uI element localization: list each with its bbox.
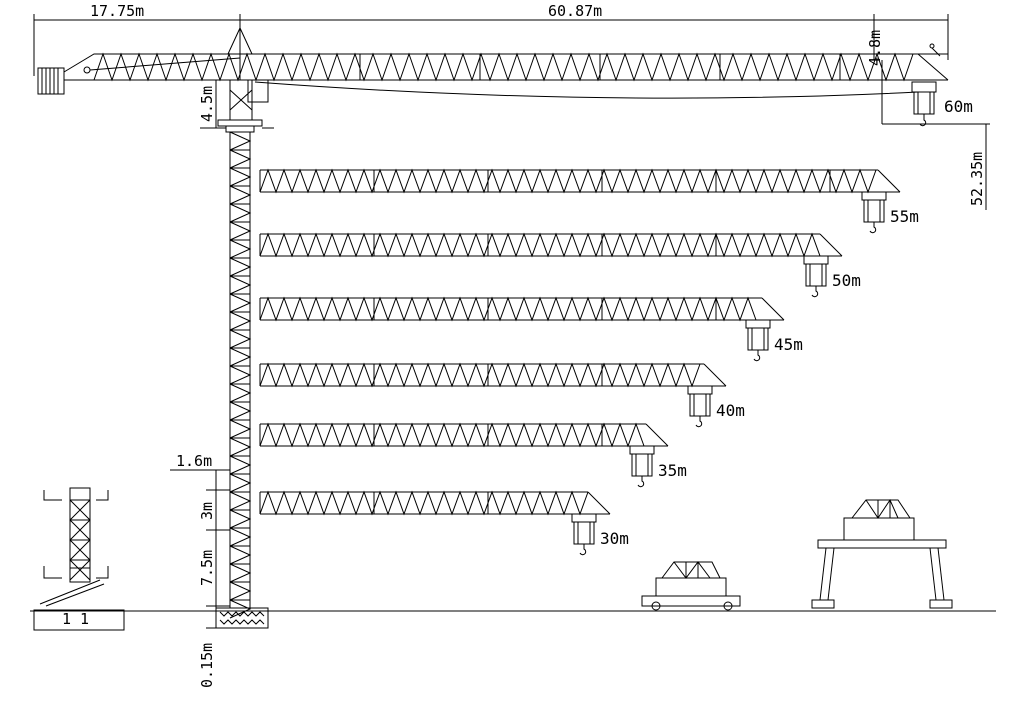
jib-radius-label: 55m [890, 207, 919, 226]
jib-variant [259, 296, 785, 362]
mast-dimensions [170, 469, 230, 629]
section-7-5m-label: 7.5m [198, 550, 216, 586]
hook-height-dimension [881, 60, 990, 210]
jib-length-label: 60.87m [548, 2, 602, 20]
main-jib-lacing [93, 52, 914, 82]
trolley-hook [803, 255, 829, 298]
trolley-hook [745, 319, 771, 362]
jib-variants [259, 168, 901, 556]
dimension-labels: 17.75m 60.87m 4.8m 4.5m 1.6m 3m 7.5m 0.1… [62, 2, 986, 688]
section-3m-label: 3m [198, 502, 216, 520]
counterweight [37, 67, 65, 95]
transport-vehicle [641, 561, 741, 611]
apex-height-label: 4.8m [866, 30, 884, 66]
jib-radius-label: 30m [600, 529, 629, 548]
hook-height-label: 52.35m [968, 152, 986, 206]
tower-head [217, 26, 274, 133]
jib-variant [259, 232, 843, 298]
jib-variant-labels: 55m 50m 45m 40m 35m 30m [600, 207, 919, 548]
base-depth-label: 0.15m [198, 643, 216, 688]
jib-radius-label: 50m [832, 271, 861, 290]
jib-radius-label: 45m [774, 335, 803, 354]
trolley-hook [861, 191, 887, 234]
jib-radius-label: 35m [658, 461, 687, 480]
jib-label-60: 60m [944, 97, 973, 116]
jib-variant [259, 490, 611, 556]
trolley-hook [687, 385, 713, 428]
counter-jib-length-label: 17.75m [90, 2, 144, 20]
jib-variant [259, 362, 727, 428]
jib-variant [259, 422, 669, 488]
tower-width-label: 1.6m [176, 452, 212, 470]
cab-height-label: 4.5m [198, 86, 216, 122]
foundation-section-label: 1 1 [62, 610, 89, 628]
top-dimension-line [33, 14, 949, 76]
jib-variant [259, 168, 901, 234]
section-detail [33, 487, 125, 631]
jib-radius-label: 40m [716, 401, 745, 420]
operator-cab [247, 79, 269, 103]
trolley-hook [571, 513, 597, 556]
tower-mast [229, 132, 251, 608]
trolley-hook [629, 445, 655, 488]
trolley-hook-60 [911, 81, 937, 127]
gantry-crane [811, 498, 953, 609]
foundation-section [33, 609, 125, 631]
tower-mast-lacing [229, 131, 252, 619]
cab-height-dimension [200, 79, 230, 129]
